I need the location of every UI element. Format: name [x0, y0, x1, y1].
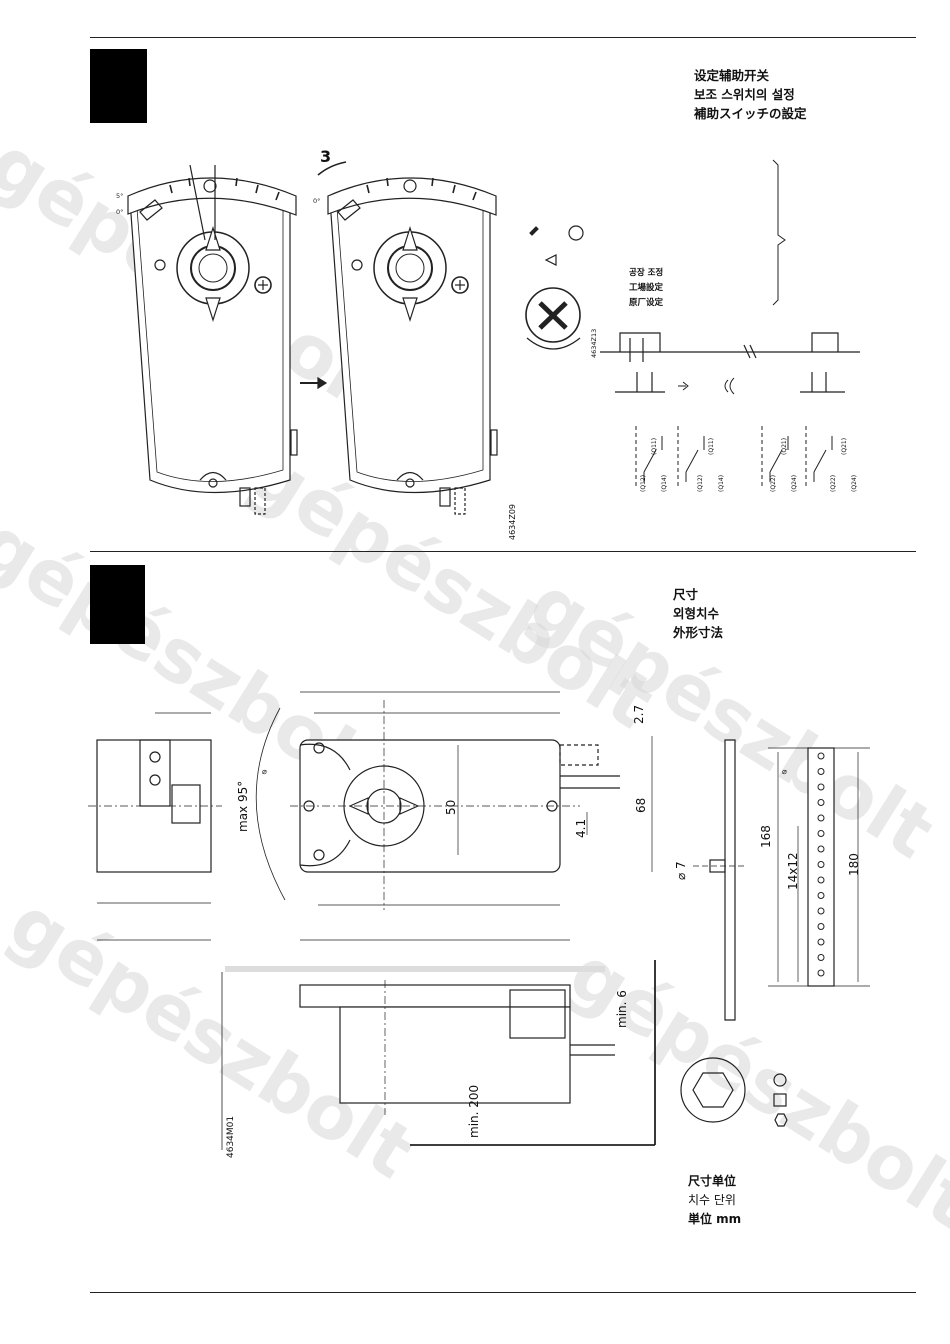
section-title: 尺寸 외형치수 外形寸法: [673, 585, 723, 642]
dim-label: max 95°: [236, 781, 250, 832]
section-marker: [90, 49, 147, 123]
dim-label: 2.7: [632, 705, 646, 724]
dim-label: 50: [444, 800, 458, 815]
dim-label: min. 200: [467, 1085, 481, 1138]
contact-label: (Q11): [708, 438, 715, 455]
dim-label: ⌀: [262, 767, 267, 776]
dim-label: 180: [847, 853, 861, 876]
contact-label: (Q22): [770, 475, 777, 492]
mounting-hole: [817, 923, 825, 930]
dim-label: 68: [634, 798, 648, 813]
units-line: 치수 단위: [688, 1193, 736, 1207]
scale-label: 0°: [313, 197, 320, 205]
title-line-ja: 外形寸法: [673, 625, 724, 640]
mounting-hole: [817, 907, 825, 915]
section-divider: [90, 551, 916, 552]
contact-label: (Q22): [830, 475, 837, 492]
dimension-drawing: 2.7 50 68 4.1 max 95° ⌀ 7 min. 6 min. 20…: [88, 691, 870, 1158]
units-line: 単位 mm: [688, 1212, 742, 1226]
factory-label: 原厂设定: [629, 297, 664, 308]
mounting-hole: [817, 969, 825, 977]
factory-label: 工場設定: [629, 282, 664, 293]
contact-label: (Q24): [791, 475, 798, 492]
mounting-hole: [817, 830, 825, 837]
mounting-hole: [817, 768, 825, 775]
scale-label: 5°: [116, 192, 123, 200]
contact-label: (Q24): [851, 475, 858, 492]
footer-rule: [90, 1292, 916, 1293]
units-note: 尺寸单位 치수 단위 単位 mm: [688, 1172, 741, 1229]
dim-label: 168: [759, 825, 773, 848]
mounting-hole: [817, 861, 825, 868]
contact-label: (Q21): [781, 438, 788, 455]
dim-label: ⌀ 7: [674, 861, 688, 880]
contact-label: (Q12): [697, 475, 704, 492]
mounting-hole: [817, 892, 825, 899]
contact-label: (Q12): [640, 475, 647, 492]
contact-label: (Q14): [661, 475, 668, 492]
step-number: 3: [320, 147, 331, 166]
mounting-hole: [817, 876, 825, 884]
section-divider: [90, 37, 916, 38]
dim-label: 14x12: [786, 852, 800, 890]
mounting-hole: [817, 814, 825, 822]
title-line-zh: 设定辅助开关: [694, 68, 770, 83]
contact-label: (Q21): [841, 438, 848, 455]
drawing-code: 4634Z13: [590, 329, 598, 358]
title-line-ja: 補助スイッチの設定: [694, 106, 807, 121]
title-line-ko: 보조 스위치의 설정: [694, 87, 795, 102]
title-line-zh: 尺寸: [673, 587, 699, 602]
section-marker: [90, 565, 145, 644]
mounting-hole: [817, 938, 825, 946]
mounting-hole: [817, 783, 825, 791]
section-title: 设定辅助开关 보조 스위치의 설정 補助スイッチの設定: [694, 66, 807, 123]
dim-label: min. 6: [615, 990, 629, 1028]
mounting-hole: [817, 954, 825, 961]
contact-label: (Q11): [651, 438, 658, 455]
auxiliary-switch-drawing: 5° 0° 0° 3 공장 조정 工場設定 原厂设定 4634Z09 4634Z…: [116, 147, 860, 540]
mounting-hole: [817, 752, 825, 760]
factory-label: 공장 조정: [629, 267, 663, 278]
title-line-ko: 외형치수: [673, 606, 720, 621]
drawing-code: 4634M01: [226, 1116, 236, 1158]
dim-label: ⌀: [782, 767, 787, 776]
scale-label: 0°: [116, 208, 123, 216]
units-line: 尺寸单位: [688, 1174, 737, 1188]
contact-label: (Q14): [718, 475, 725, 492]
drawing-code: 4634Z09: [508, 504, 517, 540]
mounting-hole: [817, 845, 825, 853]
mounting-hole: [817, 799, 825, 806]
dim-label: 4.1: [574, 819, 588, 838]
